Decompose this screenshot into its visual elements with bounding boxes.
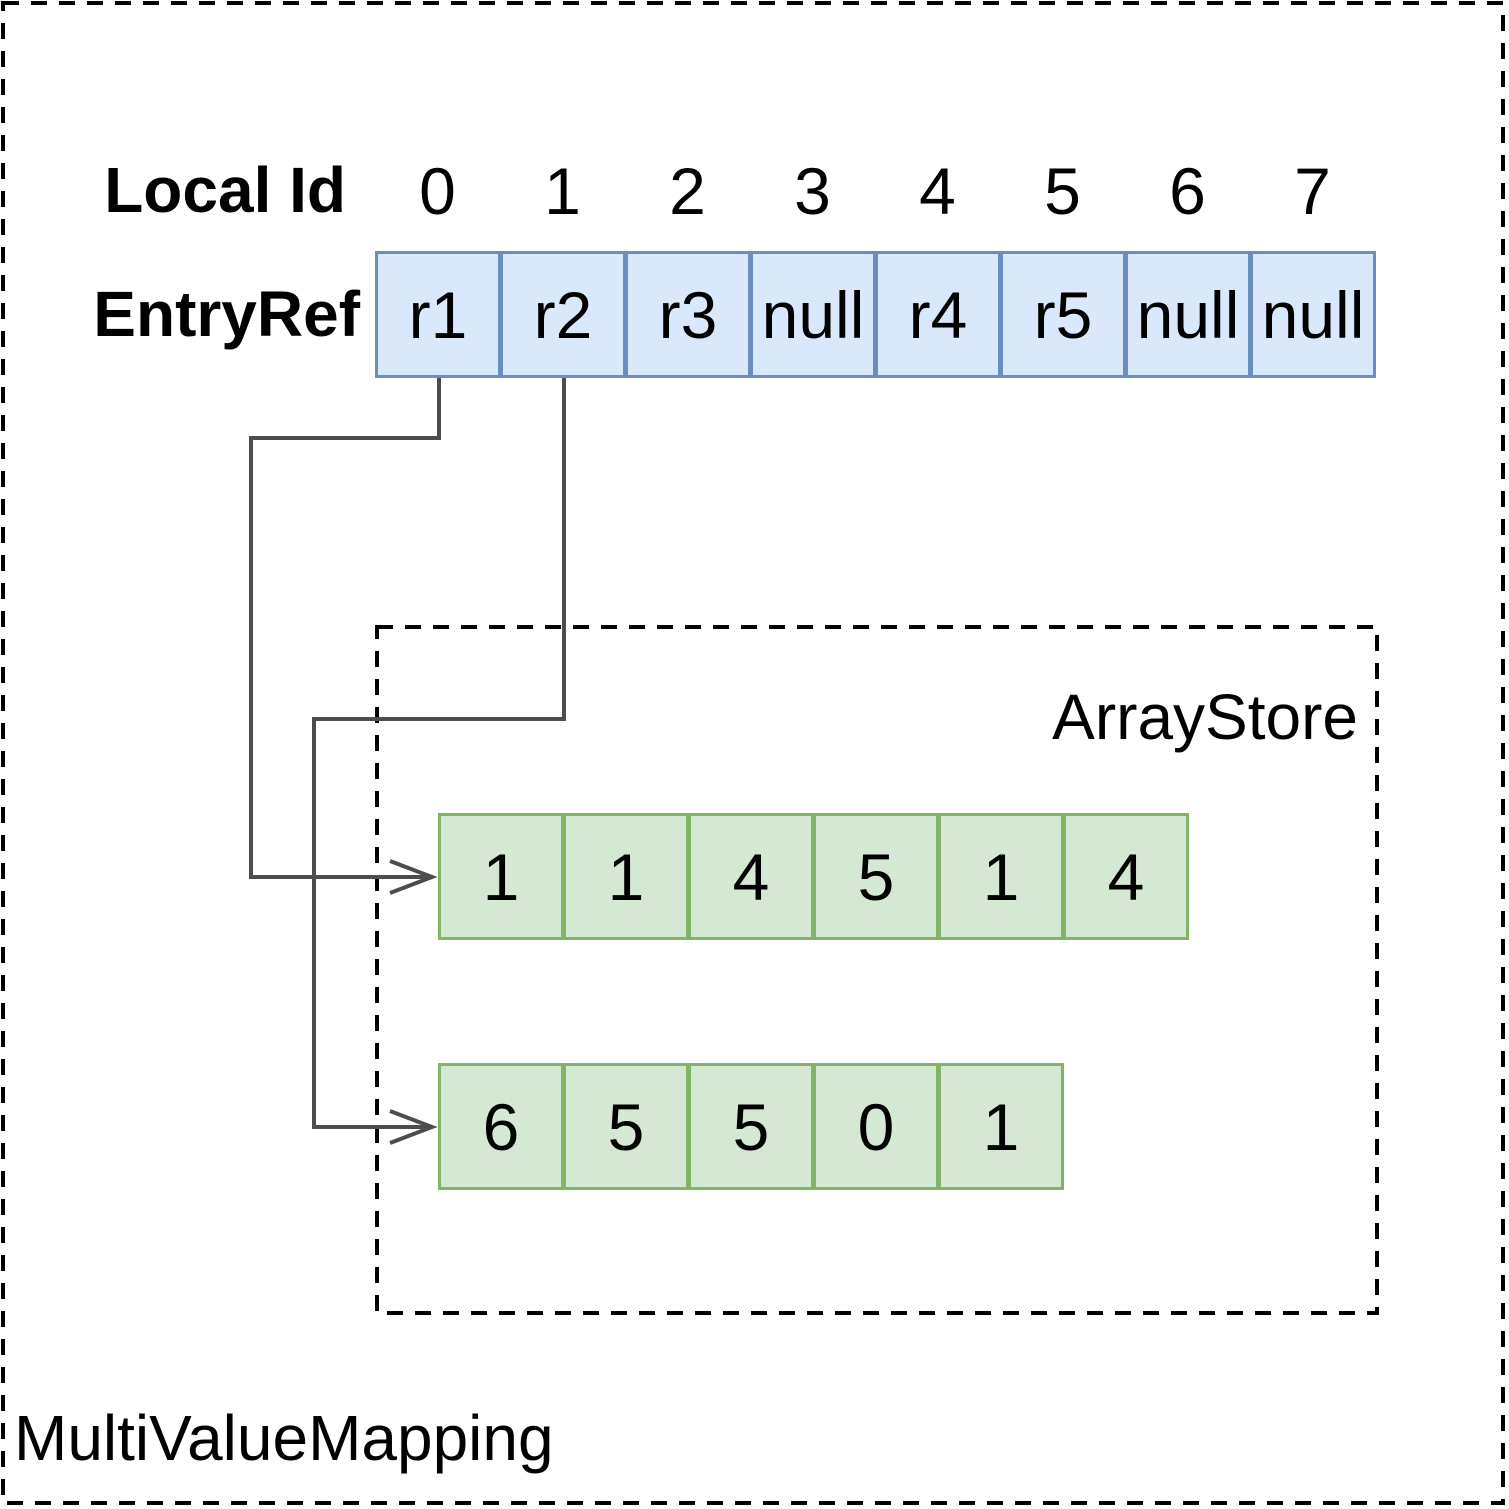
local-id-5: 5	[1044, 154, 1081, 228]
array-0-cell: 4	[688, 813, 814, 940]
multivaluemapping-title: MultiValueMapping	[14, 1402, 554, 1474]
entryref-cell: r3	[625, 251, 751, 378]
arraystore-title: ArrayStore	[1052, 681, 1358, 753]
local-id-0: 0	[419, 154, 456, 228]
entryref-cell: null	[750, 251, 876, 378]
arrowhead-array-0	[389, 859, 438, 895]
array-0-cell: 1	[938, 813, 1064, 940]
entryref-cell: null	[1250, 251, 1376, 378]
array-1-cell: 5	[688, 1063, 814, 1190]
array-0-cell: 1	[438, 813, 564, 940]
entryref-cell: r4	[875, 251, 1001, 378]
local-id-6: 6	[1169, 154, 1206, 228]
array-0-cell: 1	[563, 813, 689, 940]
local-id-1: 1	[544, 154, 581, 228]
edge-r2-to-array-1	[312, 378, 566, 1129]
entryref-cell: null	[1125, 251, 1251, 378]
local-id-label: Local Id	[104, 154, 346, 226]
array-1-cell: 5	[563, 1063, 689, 1190]
entryref-cell: r1	[375, 251, 501, 378]
entryref-label: EntryRef	[93, 278, 360, 350]
arraystore-frame	[375, 625, 1379, 1315]
array-0-cell: 5	[813, 813, 939, 940]
array-1-cell: 6	[438, 1063, 564, 1190]
entryref-cell: r5	[1000, 251, 1126, 378]
local-id-3: 3	[794, 154, 831, 228]
local-id-7: 7	[1294, 154, 1331, 228]
edge-r1-to-array-0	[249, 378, 441, 879]
arrowhead-array-1	[389, 1109, 438, 1145]
local-id-2: 2	[669, 154, 706, 228]
array-1-cell: 1	[938, 1063, 1064, 1190]
array-0-cell: 4	[1063, 813, 1189, 940]
array-1-cell: 0	[813, 1063, 939, 1190]
local-id-4: 4	[919, 154, 956, 228]
entryref-cell: r2	[500, 251, 626, 378]
